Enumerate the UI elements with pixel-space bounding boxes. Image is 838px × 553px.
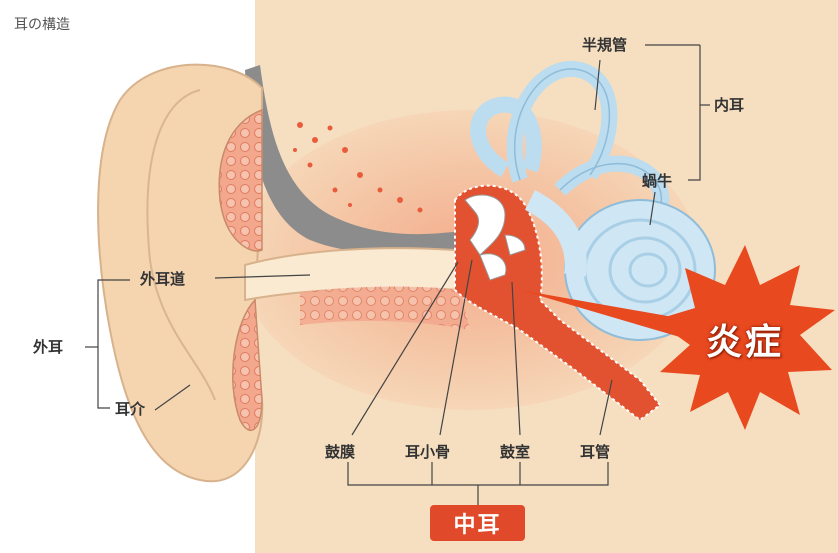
label-ossicles: 耳小骨	[405, 443, 450, 461]
label-outer-ear: 外耳	[33, 338, 63, 356]
label-tympanic-cavity: 鼓室	[500, 443, 530, 461]
label-ear-canal: 外耳道	[140, 270, 185, 288]
diagram-title: 耳の構造	[14, 16, 70, 34]
label-semicircular-canals: 半規管	[582, 36, 627, 54]
label-inner-ear: 内耳	[714, 96, 744, 114]
label-eustachian-tube: 耳管	[580, 443, 610, 461]
label-inflammation: 炎症	[675, 313, 815, 365]
label-eardrum: 鼓膜	[325, 443, 355, 461]
label-cochlea: 蝸牛	[642, 172, 672, 190]
label-auricle: 耳介	[115, 400, 145, 418]
label-middle-ear: 中耳	[430, 505, 525, 541]
